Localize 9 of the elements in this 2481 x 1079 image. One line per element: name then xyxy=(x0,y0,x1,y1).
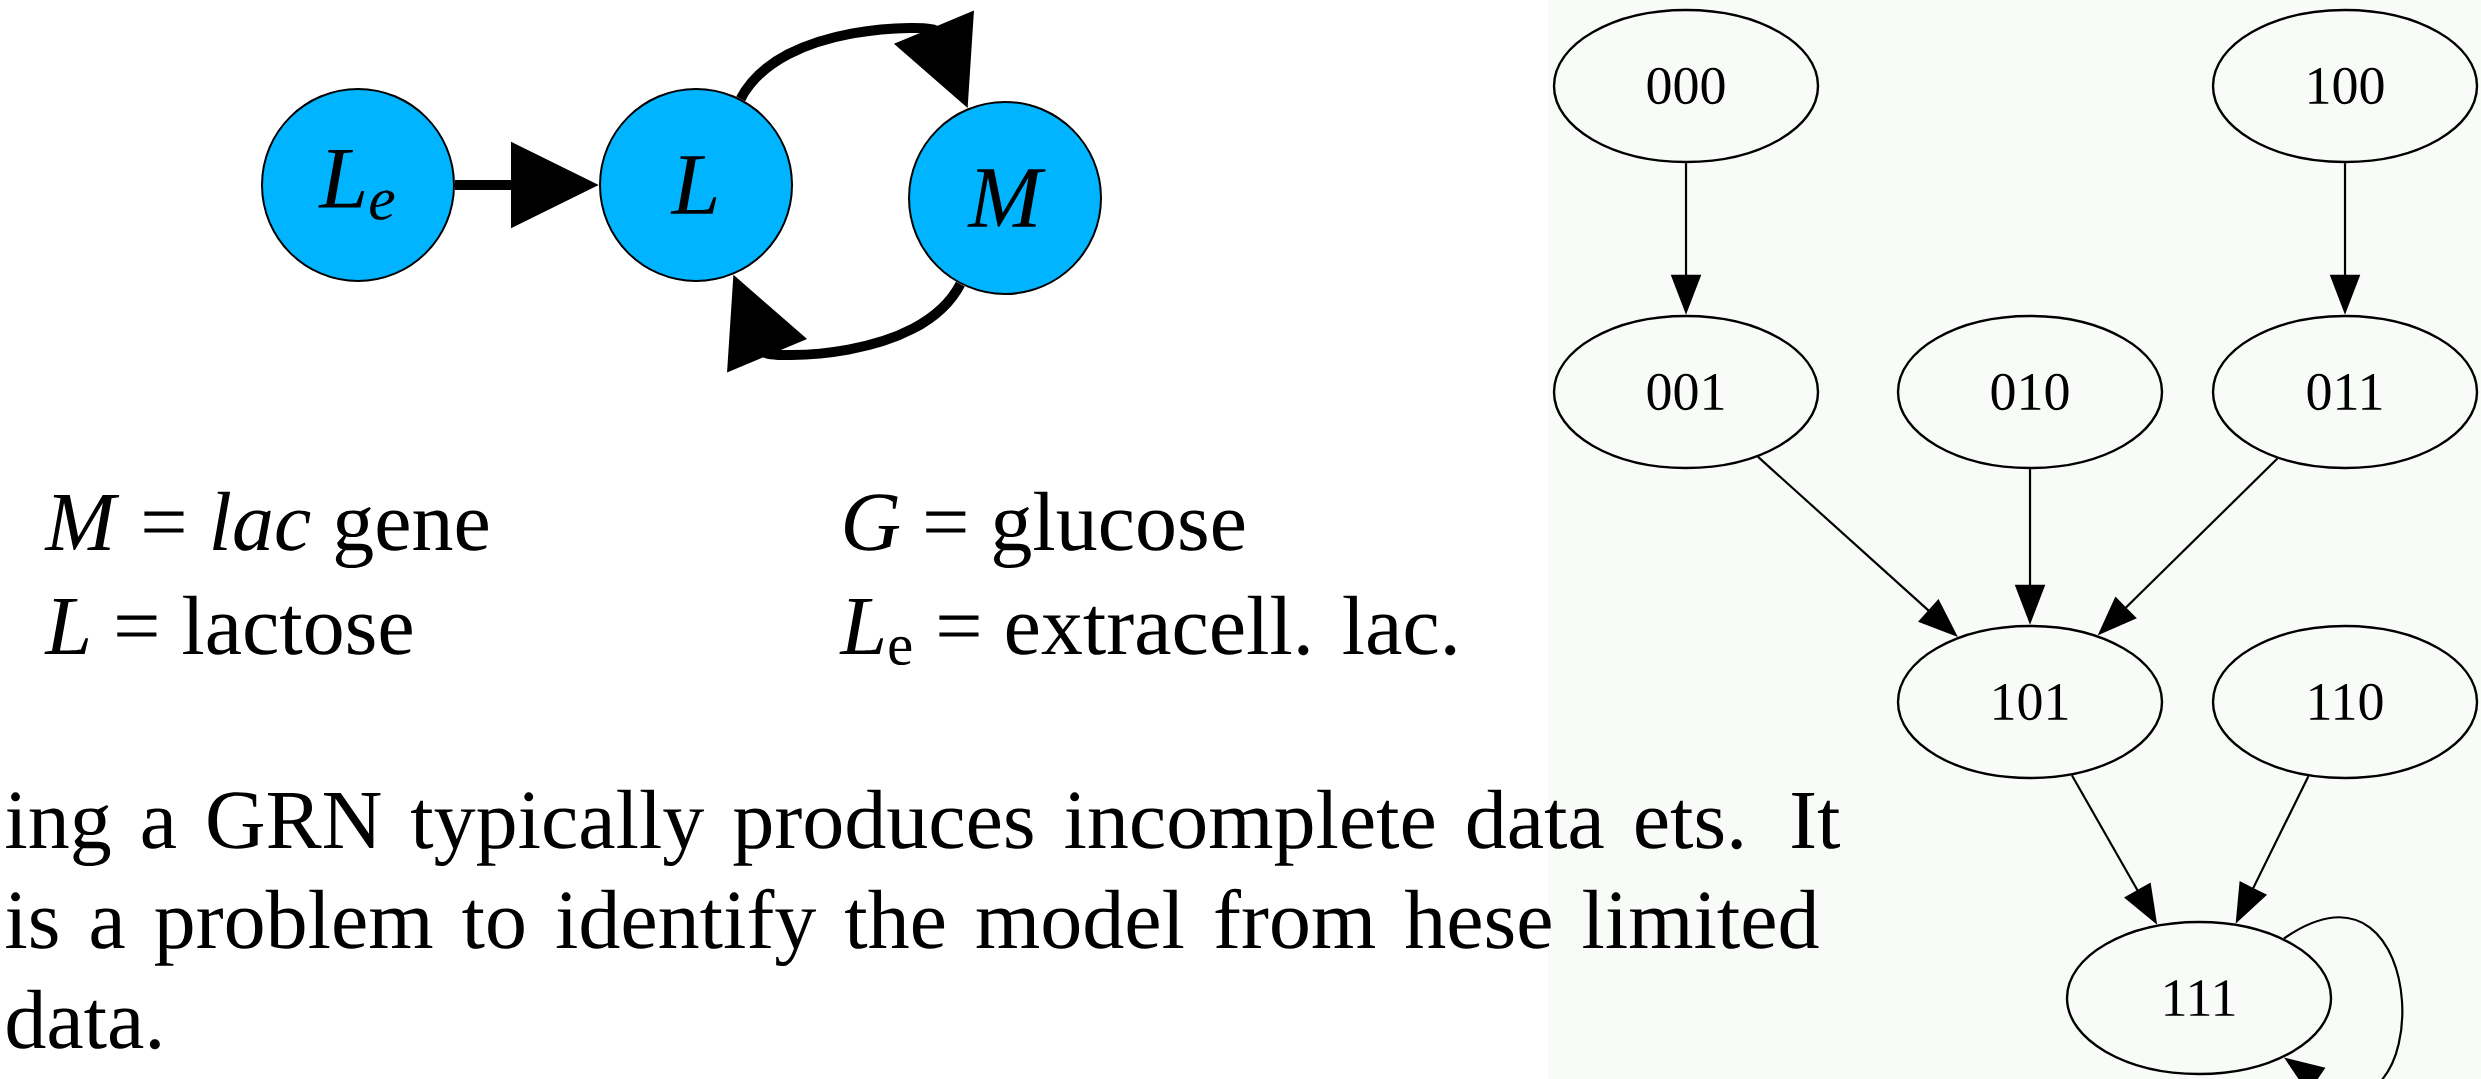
legend-text: L = lactose xyxy=(44,595,412,655)
circle-node: L$_{e}$ xyxy=(261,88,455,282)
circle-node: L xyxy=(599,88,793,282)
paragraph-text: ing a GRN typically produces incomplete data ets. It is a problem to identify the model from hese limited data. xyxy=(6,789,1840,1050)
circle-node: M xyxy=(908,100,1102,295)
legend-text: L$_{e}$ = extracell. lac. xyxy=(839,595,1456,666)
legend-text: M = lac gene xyxy=(44,491,488,569)
arrow xyxy=(2283,916,2403,1079)
legend-text: G = glucose xyxy=(845,491,1245,569)
